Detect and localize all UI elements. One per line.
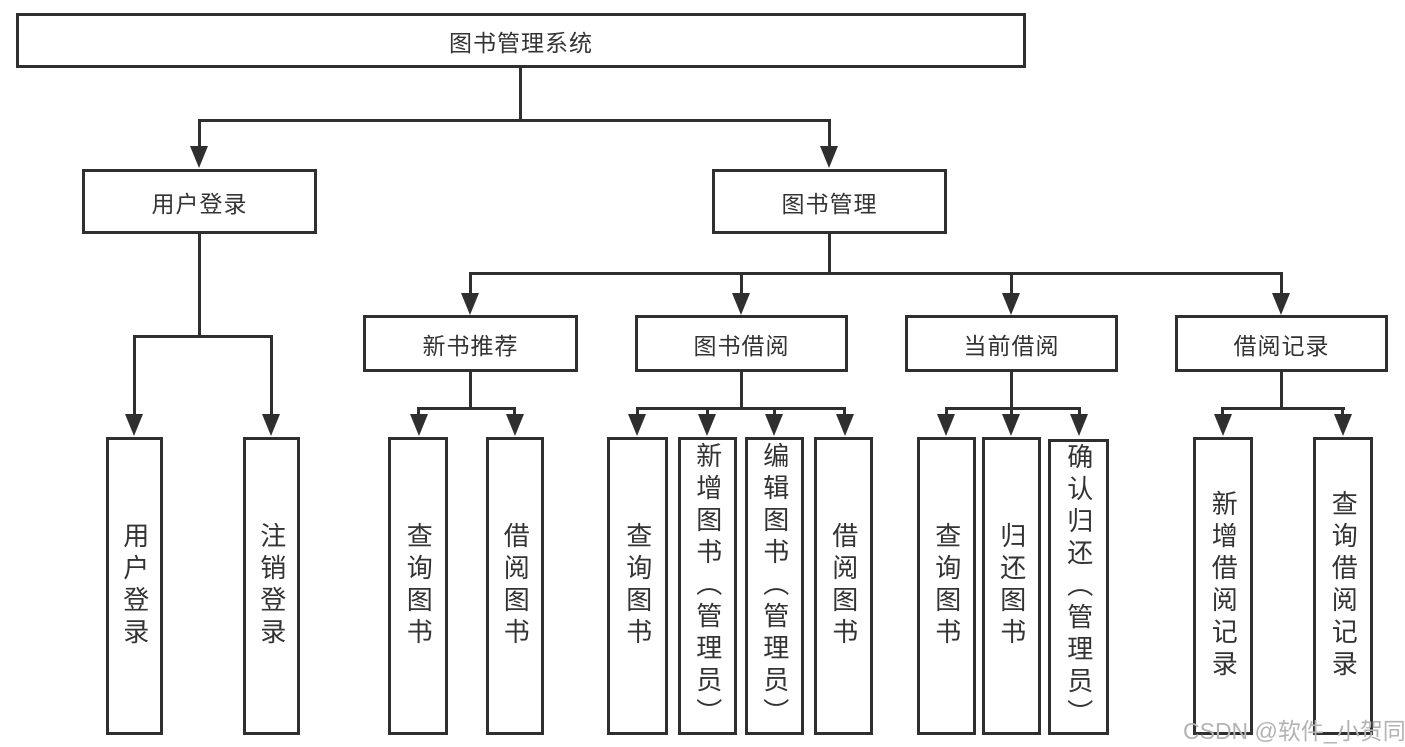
connector-line (198, 119, 831, 122)
node-current-borrowing: 当前借阅 (905, 315, 1118, 372)
connector-line (1010, 272, 1013, 294)
connector-line (636, 407, 846, 410)
node-new-book-recommend-label: 新书推荐 (422, 332, 519, 359)
leaf-borrow-books-borrowing-label: 借阅图书 (828, 522, 859, 650)
connector-line (133, 335, 273, 338)
arrowhead-down-icon (628, 414, 646, 436)
node-new-book-recommend: 新书推荐 (363, 315, 578, 372)
arrowhead-down-icon (506, 414, 524, 436)
connector-line (740, 372, 743, 407)
connector-line (198, 119, 201, 147)
connector-line (1010, 407, 1013, 417)
arrowhead-down-icon (461, 293, 479, 315)
arrowhead-down-icon (1334, 414, 1352, 436)
connector-line (828, 119, 831, 147)
node-current-borrowing-label: 当前借阅 (963, 332, 1060, 359)
connector-line (1221, 407, 1345, 410)
connector-line (773, 407, 776, 417)
arrowhead-down-icon (1002, 293, 1020, 315)
connector-line (706, 407, 709, 417)
leaf-query-books-current-label: 查询图书 (931, 522, 962, 650)
node-book-management: 图书管理 (712, 169, 947, 234)
leaf-query-books-borrowing: 查询图书 (607, 437, 668, 735)
arrowhead-down-icon (125, 414, 143, 436)
arrowhead-down-icon (1002, 414, 1020, 436)
leaf-query-books-recommend: 查询图书 (388, 437, 448, 735)
connector-line (636, 407, 639, 417)
connector-line (828, 234, 831, 272)
node-user-login: 用户登录 (82, 169, 317, 234)
connector-line (519, 68, 522, 119)
node-borrowing-records-label: 借阅记录 (1233, 332, 1330, 359)
leaf-borrow-books-recommend: 借阅图书 (486, 437, 544, 735)
leaf-query-books-current: 查询图书 (917, 437, 976, 735)
node-borrowing-records: 借阅记录 (1175, 315, 1388, 372)
connector-line (469, 272, 1283, 275)
connector-line (270, 335, 273, 415)
leaf-user-login-label: 用户登录 (119, 522, 150, 650)
connector-line (469, 372, 472, 407)
arrowhead-down-icon (732, 293, 750, 315)
arrowhead-down-icon (1214, 414, 1232, 436)
leaf-confirm-return-admin-label: 确认归还（管理员） (1063, 443, 1094, 731)
node-book-borrowing: 图书借阅 (635, 315, 848, 372)
arrowhead-down-icon (698, 414, 716, 436)
connector-line (1221, 407, 1224, 417)
arrowhead-down-icon (820, 146, 838, 168)
node-root-label: 图书管理系统 (449, 29, 593, 56)
leaf-add-books-admin-label: 新增图书（管理员） (692, 442, 723, 730)
leaf-confirm-return-admin: 确认归还（管理员） (1048, 439, 1109, 735)
connector-line (1010, 372, 1013, 407)
connector-line (1078, 407, 1081, 417)
leaf-borrow-books-borrowing: 借阅图书 (814, 437, 873, 735)
arrowhead-down-icon (410, 414, 428, 436)
connector-line (1280, 372, 1283, 407)
leaf-add-borrow-record: 新增借阅记录 (1193, 437, 1253, 735)
arrowhead-down-icon (262, 414, 280, 436)
connector-line (740, 272, 743, 294)
leaf-logout-label: 注销登录 (256, 522, 287, 650)
connector-line (469, 272, 472, 294)
arrowhead-down-icon (1070, 414, 1088, 436)
connector-line (945, 407, 948, 417)
leaf-add-borrow-record-label: 新增借阅记录 (1208, 490, 1239, 682)
leaf-return-books: 归还图书 (982, 437, 1041, 735)
leaf-query-books-borrowing-label: 查询图书 (622, 522, 653, 650)
connector-line (513, 407, 516, 417)
node-user-login-label: 用户登录 (151, 190, 248, 217)
arrowhead-down-icon (1272, 293, 1290, 315)
leaf-query-books-recommend-label: 查询图书 (403, 522, 434, 650)
connector-line (133, 335, 136, 415)
leaf-borrow-books-recommend-label: 借阅图书 (500, 522, 531, 650)
connector-line (417, 407, 516, 410)
csdn-watermark: CSDN @软件_小贺同学 (1183, 718, 1405, 744)
leaf-edit-books-admin-label: 编辑图书（管理员） (759, 442, 790, 730)
arrowhead-down-icon (190, 146, 208, 168)
node-book-management-label: 图书管理 (781, 190, 878, 217)
leaf-return-books-label: 归还图书 (996, 522, 1027, 650)
node-root: 图书管理系统 (16, 13, 1026, 68)
arrowhead-down-icon (937, 414, 955, 436)
connector-line (198, 234, 201, 335)
leaf-logout: 注销登录 (243, 437, 300, 735)
leaf-add-books-admin: 新增图书（管理员） (678, 437, 737, 735)
connector-line (843, 407, 846, 417)
connector-line (1280, 272, 1283, 294)
node-book-borrowing-label: 图书借阅 (693, 332, 790, 359)
leaf-edit-books-admin: 编辑图书（管理员） (745, 437, 804, 735)
arrowhead-down-icon (836, 414, 854, 436)
arrowhead-down-icon (765, 414, 783, 436)
connector-line (417, 407, 420, 417)
leaf-query-borrow-record-label: 查询借阅记录 (1328, 490, 1359, 682)
connector-line (1341, 407, 1344, 417)
leaf-query-borrow-record: 查询借阅记录 (1313, 437, 1373, 735)
leaf-user-login: 用户登录 (106, 437, 163, 735)
